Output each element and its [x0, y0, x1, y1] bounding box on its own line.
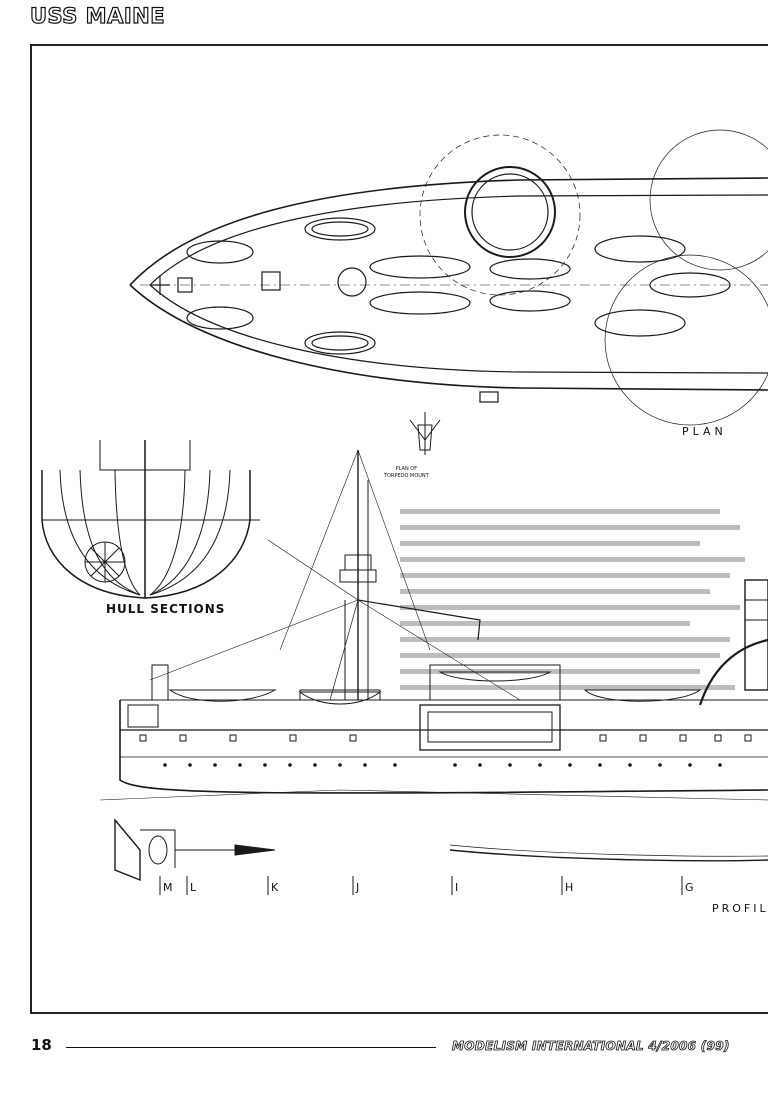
station-label: K [271, 881, 279, 894]
station-label: H [565, 881, 574, 894]
station-label: M [163, 881, 173, 894]
drawing-frame [30, 44, 768, 1014]
profile-label: PROFIL [712, 902, 768, 915]
station-label: L [190, 881, 197, 894]
magazine-credit: MODELISM INTERNATIONAL 4/2006 (99) [452, 1039, 730, 1054]
torpedo-label-line1: PLAN OF [395, 466, 418, 472]
torpedo-mount-label: PLAN OF TORPEDO MOUNT [384, 466, 429, 480]
profile-view [99, 449, 768, 895]
plan-label: PLAN [682, 425, 727, 438]
plan-view [129, 129, 768, 426]
station-label: G [685, 881, 694, 894]
station-label: J [356, 881, 360, 894]
hull-sections [41, 440, 260, 599]
page-header-title: USS MAINE [29, 3, 166, 28]
faded-text-panel [400, 498, 768, 708]
torpedo-mount-detail [409, 412, 441, 455]
footer-rule [66, 1047, 436, 1048]
hull-sections-label: HULL SECTIONS [106, 602, 226, 616]
torpedo-label-line2: TORPEDO MOUNT [384, 473, 429, 479]
page-number: 18 [31, 1036, 52, 1054]
station-label: I [455, 881, 459, 894]
